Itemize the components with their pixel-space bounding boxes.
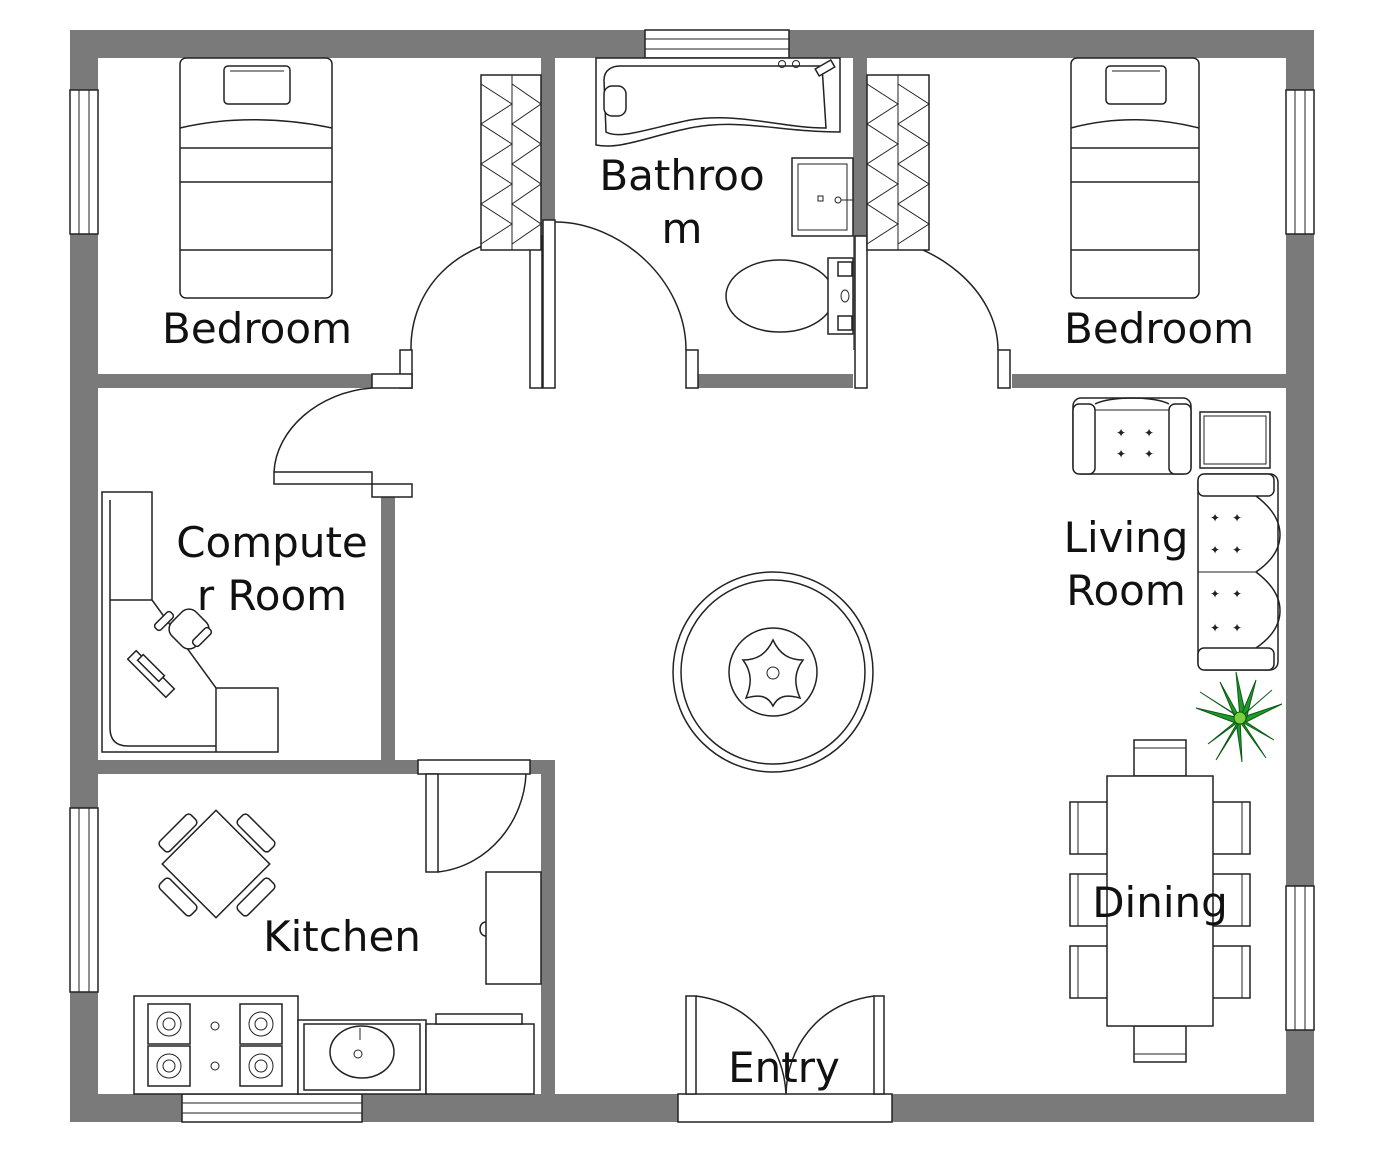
label-computer-line1: Compute	[176, 518, 368, 567]
office-chair	[153, 608, 213, 650]
svg-text:✦: ✦	[1116, 447, 1126, 461]
svg-text:✦: ✦	[1232, 543, 1242, 557]
svg-text:✦: ✦	[1144, 447, 1154, 461]
kitchen-counter-bottom	[425, 1013, 535, 1095]
sink	[297, 1019, 427, 1095]
toilet	[725, 257, 854, 335]
closet-left	[480, 74, 542, 251]
svg-text:✦: ✦	[1144, 426, 1154, 440]
sofa: ✦ ✦ ✦ ✦ ✦ ✦ ✦ ✦	[1197, 473, 1281, 671]
kitchen-table	[158, 809, 276, 919]
bathtub	[595, 57, 841, 147]
svg-text:✦: ✦	[1210, 621, 1220, 635]
svg-text:✦: ✦	[1232, 511, 1242, 525]
bed-left	[179, 57, 333, 299]
door-bedroom-left	[399, 235, 543, 389]
door-entry	[677, 995, 893, 1123]
door-kitchen	[417, 759, 531, 873]
window-left-upper	[69, 89, 99, 235]
label-living-line1: Living	[1064, 513, 1189, 562]
side-table	[1199, 411, 1271, 469]
door-bedroom-right	[854, 235, 1011, 389]
label-computer-line2: r Room	[197, 571, 347, 620]
bed-right	[1070, 57, 1200, 299]
window-left-lower	[69, 807, 99, 993]
round-rug	[672, 571, 874, 773]
label-bathroom-line1: Bathroo	[599, 151, 764, 200]
svg-text:✦: ✦	[1210, 511, 1220, 525]
door-bathroom	[542, 219, 699, 389]
door-computer-room	[273, 373, 413, 498]
window-top	[644, 29, 790, 59]
stove	[133, 995, 299, 1095]
label-bathroom-line2: m	[662, 204, 703, 253]
potted-plant	[1195, 671, 1283, 763]
label-bedroom-left: Bedroom	[162, 304, 352, 353]
label-kitchen: Kitchen	[263, 912, 421, 961]
computer-desk	[101, 491, 279, 753]
label-dining: Dining	[1092, 878, 1228, 927]
label-living-line2: Room	[1066, 566, 1186, 615]
armchair: ✦ ✦ ✦ ✦	[1072, 397, 1192, 475]
svg-text:✦: ✦	[1210, 543, 1220, 557]
label-entry: Entry	[728, 1043, 840, 1092]
closet-right	[866, 74, 930, 251]
window-bottom	[181, 1093, 363, 1123]
shower	[791, 157, 854, 237]
svg-text:✦: ✦	[1116, 426, 1126, 440]
svg-text:✦: ✦	[1210, 587, 1220, 601]
window-right-lower	[1285, 885, 1315, 1031]
dining-set	[1069, 739, 1251, 1063]
kitchen-counter-right	[479, 871, 542, 985]
label-bedroom-right: Bedroom	[1064, 304, 1254, 353]
svg-text:✦: ✦	[1232, 621, 1242, 635]
window-right-upper	[1285, 89, 1315, 235]
svg-text:✦: ✦	[1232, 587, 1242, 601]
